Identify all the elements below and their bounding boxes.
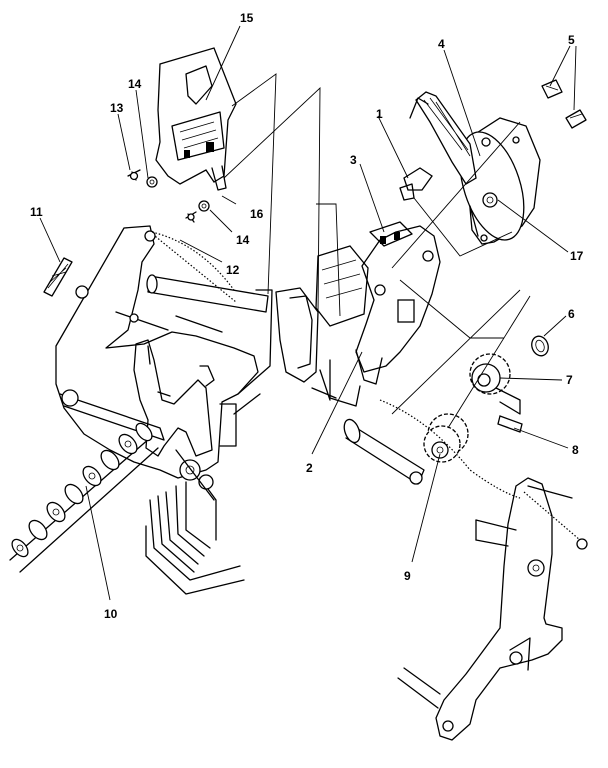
callout-15: 15 bbox=[240, 11, 254, 25]
callout-5: 5 bbox=[568, 33, 575, 47]
wire-harness bbox=[145, 449, 245, 595]
part-1-switch bbox=[399, 167, 433, 201]
callout-8: 8 bbox=[572, 443, 579, 457]
callout-2: 2 bbox=[306, 461, 313, 475]
part-14-washer-lower bbox=[198, 200, 210, 212]
part-7-gear bbox=[469, 353, 521, 415]
center-bracket bbox=[275, 221, 441, 407]
callout-9: 9 bbox=[404, 569, 411, 583]
part-13-screw bbox=[127, 169, 141, 181]
part-11-spring bbox=[43, 257, 89, 299]
callout-12: 12 bbox=[226, 263, 240, 277]
gear-cable bbox=[379, 399, 521, 499]
callout-6: 6 bbox=[568, 307, 575, 321]
lower-right-lever bbox=[397, 477, 588, 741]
part-10-worm-shaft bbox=[9, 422, 159, 573]
callout-11: 11 bbox=[30, 205, 43, 219]
part-16-screw bbox=[185, 211, 197, 223]
callout-16: 16 bbox=[250, 207, 264, 221]
part-6-ring bbox=[531, 335, 549, 357]
part-12-cable bbox=[151, 231, 235, 291]
leader-lines bbox=[39, 25, 577, 601]
part-5-screws bbox=[541, 79, 587, 129]
callout-7: 7 bbox=[566, 373, 573, 387]
callout-4: 4 bbox=[438, 37, 445, 51]
part-4-motor bbox=[459, 117, 541, 245]
callout-labels: 1 2 3 4 5 6 7 8 9 10 11 12 13 14 14 15 1… bbox=[30, 11, 584, 621]
fork-lever bbox=[133, 339, 237, 457]
callout-1: 1 bbox=[376, 107, 383, 121]
part-8-pin bbox=[497, 415, 523, 433]
callout-17: 17 bbox=[570, 249, 584, 263]
part-15-bracket bbox=[155, 47, 237, 191]
motor-brush-assembly bbox=[409, 91, 477, 185]
callout-14a: 14 bbox=[128, 77, 142, 91]
part-2-shaft bbox=[343, 418, 425, 485]
callout-10: 10 bbox=[104, 607, 118, 621]
callout-13: 13 bbox=[110, 101, 124, 115]
part-14-washer-upper bbox=[146, 176, 158, 188]
left-frame bbox=[55, 225, 273, 479]
callout-3: 3 bbox=[350, 153, 357, 167]
part-9-gear bbox=[423, 413, 469, 463]
callout-14b: 14 bbox=[236, 233, 250, 247]
